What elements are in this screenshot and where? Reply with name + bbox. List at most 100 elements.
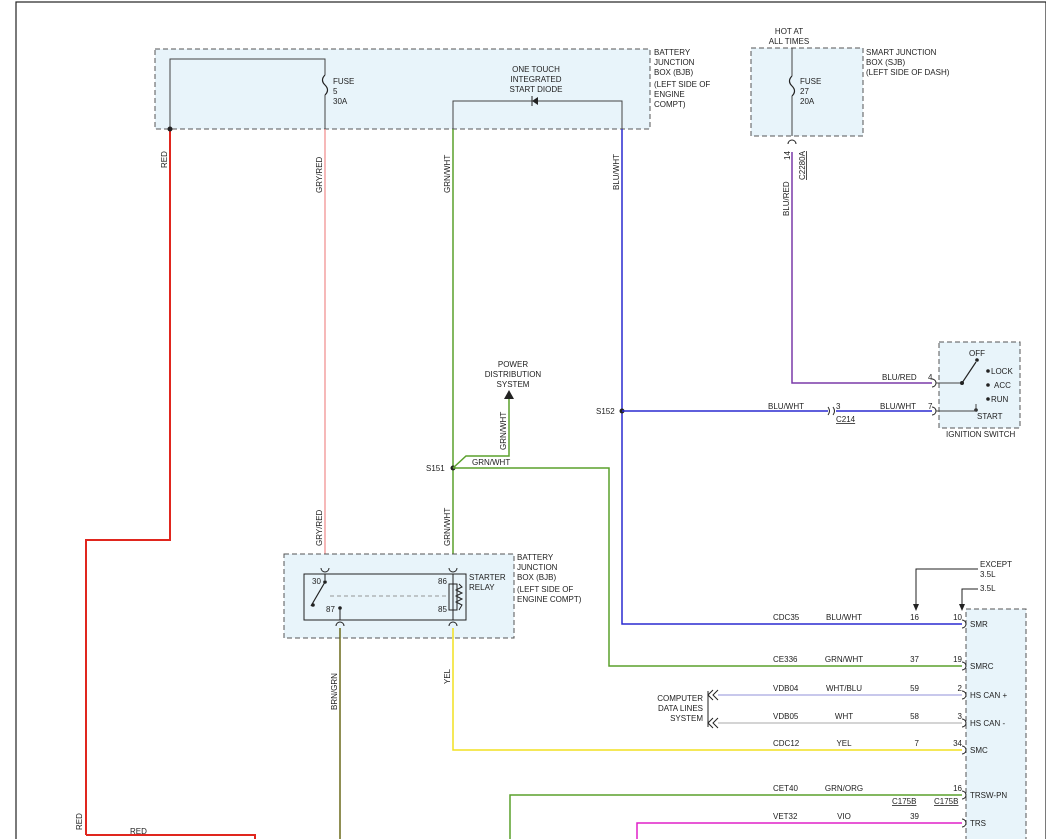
variant-markers: EXCEPT 3.5L 3.5L bbox=[913, 560, 1012, 611]
wire-label-red-bottom: RED bbox=[130, 827, 147, 836]
fuse-5-rating: 30A bbox=[333, 97, 348, 106]
pcm-wire-color-label: YEL bbox=[836, 739, 852, 748]
pcm-circuit-label: VDB05 bbox=[773, 712, 799, 721]
arrow-left-icon-can-minus bbox=[707, 717, 719, 729]
relay-pin-85: 85 bbox=[438, 605, 447, 614]
splice-s151-label: S151 bbox=[426, 464, 445, 473]
pcm-connector-icon bbox=[961, 790, 967, 800]
bjb-relay-title-3: BOX (BJB) bbox=[517, 573, 556, 582]
pcm-wire-color-label: GRN/ORG bbox=[825, 784, 863, 793]
ign-pin-4: 4 bbox=[928, 373, 933, 382]
pcm-pin-left: 7 bbox=[915, 739, 920, 748]
pcm-pin-right: 19 bbox=[953, 655, 962, 664]
bjb-top-box: BATTERY JUNCTION BOX (BJB) (LEFT SIDE OF… bbox=[154, 48, 710, 130]
wire-label-gry-red-top: GRY/RED bbox=[315, 156, 324, 193]
pds-label-2: DISTRIBUTION bbox=[485, 370, 542, 379]
ign-switch-blade-icon bbox=[961, 361, 977, 384]
pcm-terminal-name: SMC bbox=[970, 746, 988, 755]
wire-blu-red bbox=[791, 152, 932, 384]
ign-pos-run: RUN bbox=[991, 395, 1009, 404]
pcm-box bbox=[965, 608, 1027, 839]
pcm-circuit-label: CDC12 bbox=[773, 739, 800, 748]
start-diode: ONE TOUCH INTEGRATED START DIODE bbox=[452, 65, 623, 129]
wire-label-blu-wht-s152: BLU/WHT bbox=[768, 402, 804, 411]
sjb-box: SMART JUNCTION BOX (SJB) (LEFT SIDE OF D… bbox=[750, 47, 950, 137]
c214-connector-icon bbox=[827, 406, 835, 416]
bjb-relay-title-4: (LEFT SIDE OF bbox=[517, 585, 573, 594]
ign-pos-acc: ACC bbox=[994, 381, 1011, 390]
bjb-relay-title-2: JUNCTION bbox=[517, 563, 558, 572]
sjb-pin-14: 14 bbox=[783, 151, 792, 160]
pds-label-1: POWER bbox=[498, 360, 528, 369]
ign-connector-a-icon bbox=[931, 378, 937, 388]
data-lines-label-3: SYSTEM bbox=[670, 714, 703, 723]
wire-label-grn-wht-top: GRN/WHT bbox=[443, 155, 452, 193]
wire-red bbox=[85, 129, 171, 835]
variant-except-2: 3.5L bbox=[980, 570, 996, 579]
fuse-27-number: 27 bbox=[800, 87, 809, 96]
bjb-top-title-4: (LEFT SIDE OF bbox=[654, 80, 710, 89]
bjb-top-title-2: JUNCTION bbox=[654, 58, 695, 67]
pcm-terminal-name: SMRC bbox=[970, 662, 994, 671]
pcm-pin-left: 59 bbox=[910, 684, 919, 693]
wire-label-grn-wht-s151: GRN/WHT bbox=[472, 458, 510, 467]
splice-s152-label: S152 bbox=[596, 407, 615, 416]
pcm-terminal-name: TRSW-PN bbox=[970, 791, 1007, 800]
c175b-label-b: C175B bbox=[934, 797, 958, 806]
wire-label-gry-red-bottom: GRY/RED bbox=[315, 509, 324, 546]
ignition-switch: OFF LOCK ACC RUN START IGNITION SWITCH bbox=[931, 341, 1021, 439]
pcm-terminal-name: TRS bbox=[970, 819, 986, 828]
wire-label-yel: YEL bbox=[443, 668, 452, 684]
data-lines-label-2: DATA LINES bbox=[658, 704, 703, 713]
wire-vio bbox=[636, 822, 962, 839]
bjb-top-title-1: BATTERY bbox=[654, 48, 691, 57]
pcm-connector-icon bbox=[961, 619, 967, 629]
wire-blu-wht bbox=[621, 129, 962, 625]
relay-pin-86: 86 bbox=[438, 577, 447, 586]
bjb-relay-title-1: BATTERY bbox=[517, 553, 554, 562]
relay-pin-85-connector-icon bbox=[448, 621, 458, 627]
c214-pin: 3 bbox=[836, 402, 841, 411]
ign-pos-lock: LOCK bbox=[991, 367, 1013, 376]
variant-only: 3.5L bbox=[980, 584, 996, 593]
pcm-circuit-label: CDC35 bbox=[773, 613, 800, 622]
wire-label-red: RED bbox=[160, 151, 169, 168]
sjb-title-2: BOX (SJB) bbox=[866, 58, 905, 67]
fuse-5: FUSE 5 30A bbox=[321, 74, 354, 129]
diode-label-3: START DIODE bbox=[510, 85, 563, 94]
ign-connector-b-icon bbox=[931, 406, 937, 416]
pcm-wire-color-label: GRN/WHT bbox=[825, 655, 863, 664]
pcm-pin-right: 2 bbox=[958, 684, 963, 693]
pcm-pin-left: 37 bbox=[910, 655, 919, 664]
pds-label-3: SYSTEM bbox=[497, 380, 530, 389]
bjb-relay-box: BATTERY JUNCTION BOX (BJB) (LEFT SIDE OF… bbox=[283, 553, 582, 639]
wire-label-red-left: RED bbox=[75, 813, 84, 830]
wire-label-blu-red-vertical: BLU/RED bbox=[782, 181, 791, 216]
pcm-connector-icon bbox=[961, 690, 967, 700]
pcm-wire-color-label: WHT/BLU bbox=[826, 684, 862, 693]
pcm-pin-left: 39 bbox=[910, 812, 919, 821]
wire-yel bbox=[452, 628, 962, 751]
wire-label-grn-wht-pds: GRN/WHT bbox=[499, 412, 508, 450]
fuse-27-icon bbox=[788, 75, 796, 97]
wire-grn-org bbox=[509, 794, 962, 839]
bjb-top-bus bbox=[169, 58, 326, 128]
pcm-connector-icon bbox=[961, 718, 967, 728]
pcm-pin-right: 16 bbox=[953, 784, 962, 793]
pcm-wire-color-label: VIO bbox=[837, 812, 851, 821]
pcm-terminal-name: HS CAN + bbox=[970, 691, 1007, 700]
wire-label-grn-wht-bottom: GRN/WHT bbox=[443, 508, 452, 546]
relay-pin-30: 30 bbox=[312, 577, 321, 586]
ign-title: IGNITION SWITCH bbox=[946, 430, 1016, 439]
pcm-pin-right: 10 bbox=[953, 613, 962, 622]
ign-pin-7: 7 bbox=[928, 402, 933, 411]
pcm-connector-icon bbox=[961, 818, 967, 828]
wire-grn-wht-pds bbox=[452, 398, 510, 469]
relay-label-1: STARTER bbox=[469, 573, 506, 582]
ign-pos-start: START bbox=[977, 412, 1003, 421]
ign-pos-off: OFF bbox=[969, 349, 985, 358]
arrow-up-icon bbox=[504, 390, 514, 399]
